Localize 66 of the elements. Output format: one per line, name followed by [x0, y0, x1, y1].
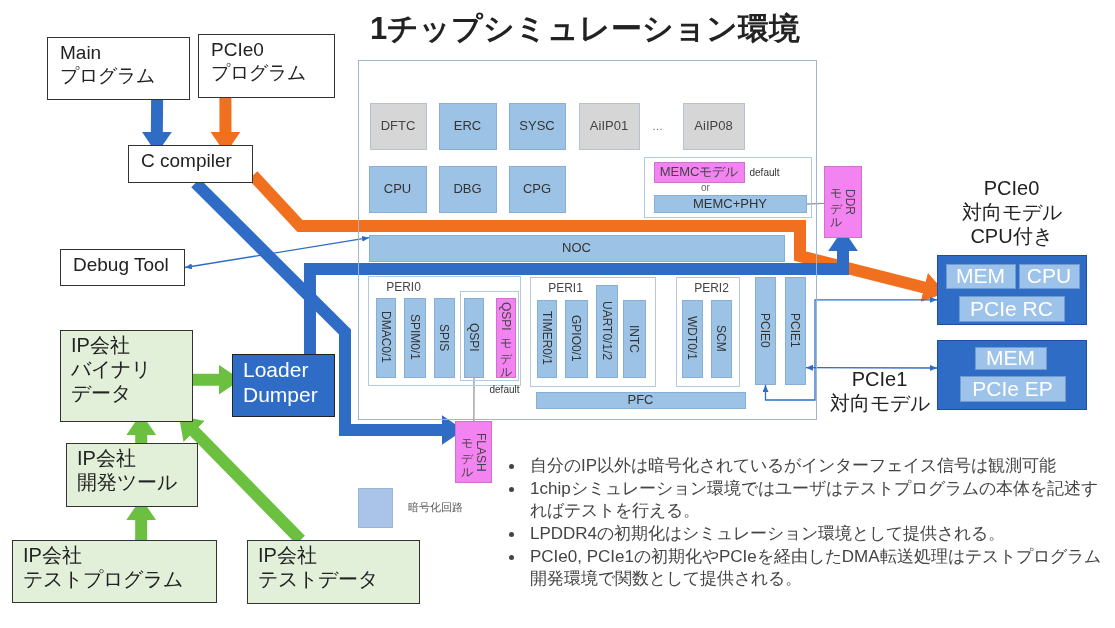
block-box: MEM: [945, 263, 1016, 289]
block-box: CPU: [1018, 263, 1080, 289]
arrow: [184, 235, 370, 270]
block-box: TIMER0/1: [536, 299, 557, 378]
block-box: ERC: [438, 102, 497, 150]
block-box: PCIE1: [784, 276, 806, 385]
title: 1チップシミュレーション環境: [370, 10, 801, 48]
loader-box: Loader Dumper: [232, 354, 335, 417]
data-box: IP会社バイナリデータ: [60, 330, 193, 422]
block-box: CPG: [508, 165, 566, 213]
block-box: SPIM0/1: [403, 297, 426, 378]
program-box: PCIe0 プログラム: [198, 34, 335, 98]
arrow: [805, 364, 938, 371]
block-box: GPIO0/1: [564, 299, 588, 378]
block-box: PCIe RC: [958, 295, 1065, 322]
block-box: SPIS: [433, 297, 455, 378]
peripheral-group-box: [675, 276, 740, 387]
note-text: or: [701, 182, 710, 193]
block-box: SYSC: [508, 102, 566, 150]
program-box: Main プログラム: [47, 37, 190, 100]
model-box: DDRモデル: [824, 166, 862, 238]
block-box: QSPI: [463, 297, 484, 378]
bullet-text: 自分のIP以外は暗号化されているがインターフェイス信号は観測可能: [530, 455, 1057, 477]
data-box: IP会社テストデータ: [247, 540, 420, 604]
block-box: CPU: [368, 165, 427, 213]
qspi-group-box: [459, 290, 519, 381]
compiler-box: C compiler: [128, 145, 253, 183]
connector-line: [473, 377, 475, 422]
bullet-text: 1chipシミュレーション環境ではユーザはテストプログラムの本体を記述すればテストを行える。: [530, 478, 1099, 523]
bullet-text: LPDDR4の初期化はシミュレーション環境として提供される。: [530, 523, 1006, 546]
peripheral-group-box: [529, 276, 656, 387]
arrow: [762, 296, 938, 401]
group-label: PERI0: [385, 279, 422, 294]
block-box: SCM: [710, 299, 732, 378]
group-label: PERI1: [547, 280, 584, 295]
tool-box: IP会社開発ツール: [66, 443, 198, 507]
block-box: DFTC: [369, 102, 427, 150]
chip-frame: [358, 60, 817, 420]
block-box: DBG: [438, 165, 497, 213]
group-label: PCIe0 対向モデル CPU付き: [960, 175, 1063, 248]
block-box: AiIP08: [682, 102, 745, 150]
model-box: MEMCモデル: [653, 161, 745, 183]
block-box: UART0/1/2: [595, 284, 618, 378]
block-box: INTC: [622, 299, 646, 378]
group-label: PCIe1 対向モデル: [828, 366, 931, 415]
block-box: PFC: [535, 391, 746, 409]
model-box: QSPIモデル: [495, 297, 516, 378]
memory-group-box: [643, 156, 812, 218]
tool-box: Debug Tool: [60, 249, 185, 286]
group-label: PERI2: [693, 280, 730, 295]
block-box: MEM: [974, 346, 1047, 370]
model-box: FLASHモデル: [455, 421, 492, 483]
block-box: MEMC+PHY: [653, 194, 807, 213]
note-text: default: [749, 166, 780, 179]
ellipsis: …: [652, 120, 663, 132]
block-box: AiIP01: [578, 102, 640, 150]
program-box: IP会社テストプログラム: [12, 540, 217, 603]
block-box: PCIE0: [754, 276, 776, 385]
block-box: PCIe EP: [959, 375, 1066, 402]
block-box: DMAC0/1: [375, 297, 396, 378]
block-box: WDT0/1: [681, 299, 703, 378]
note-text: default: [489, 383, 520, 396]
bullet-text: PCIe0, PCIe1の初期化やPCIeを経由したDMA転送処理はテストプログラム開発環境で関数として提供される。: [530, 546, 1102, 591]
legend-text: 暗号化回路: [408, 500, 463, 515]
bus-bar: NOC: [368, 234, 785, 262]
connector-line: [806, 202, 825, 205]
